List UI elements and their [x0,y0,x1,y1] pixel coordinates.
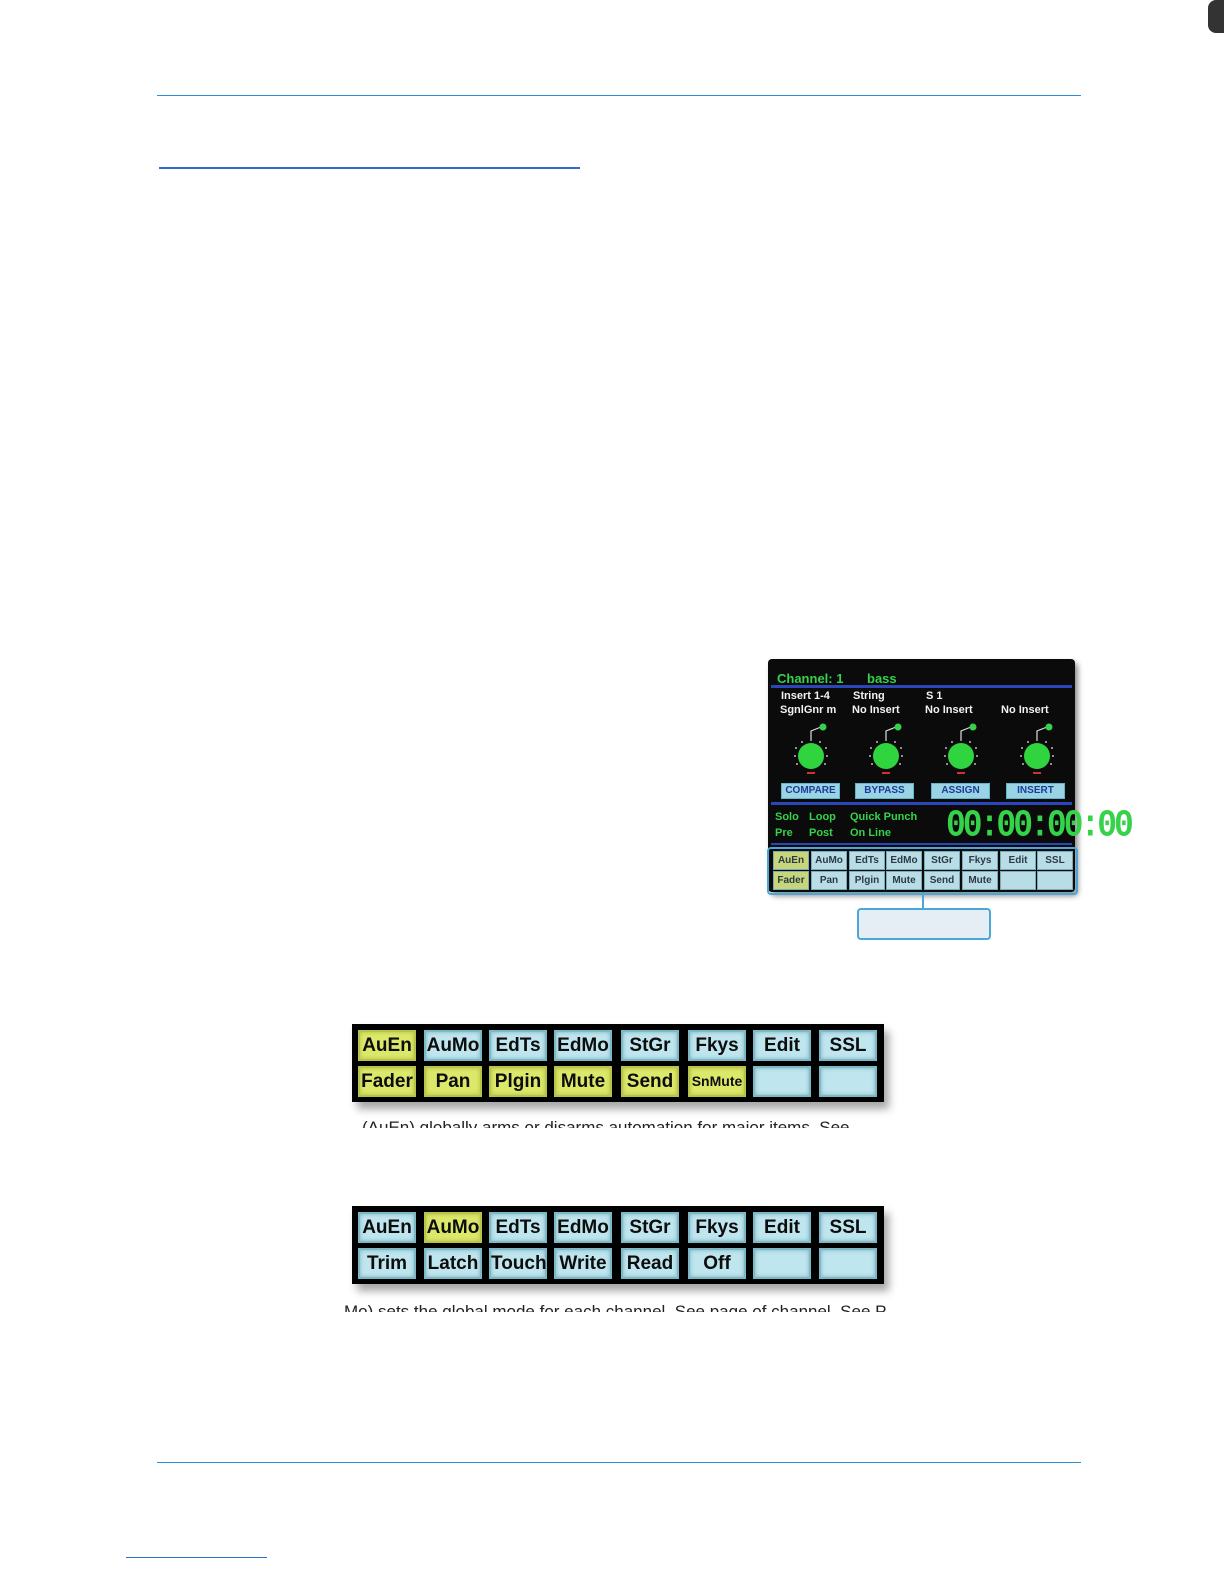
mini-key-fkys[interactable]: Fkys [962,851,998,870]
key-plgin[interactable]: Plgin [489,1066,547,1097]
insert-slot-1-line2: SgnlGnr m [780,704,837,716]
mini-key-pan[interactable]: Pan [811,871,847,890]
assign-button[interactable]: ASSIGN [931,783,990,799]
key-blank-1[interactable] [753,1066,811,1097]
key-mute[interactable]: Mute [554,1066,612,1097]
key-edts[interactable]: EdTs [489,1030,547,1061]
key-edmo[interactable]: EdMo [554,1030,612,1061]
quick-punch-label[interactable]: Quick Punch [850,811,918,823]
mini-key-blank-1[interactable] [1000,871,1036,890]
mini-key-mute[interactable]: Mute [886,871,922,890]
key-edts[interactable]: EdTs [489,1212,547,1243]
pre-label[interactable]: Pre [775,827,793,839]
key-edmo[interactable]: EdMo [554,1212,612,1243]
mini-key-stgr[interactable]: StGr [924,851,960,870]
aumo-caption-fragment: Mo) sets the global mode for each channe… [344,1302,892,1312]
solo-label[interactable]: Solo [775,811,799,823]
key-aumo[interactable]: AuMo [424,1212,482,1243]
key-ssl[interactable]: SSL [819,1212,877,1243]
callout-stem [922,892,924,908]
key-snmute[interactable]: SnMute [688,1066,746,1097]
timecode-display: 00:00:00:00 [946,804,1134,847]
mini-key-edmo[interactable]: EdMo [886,851,922,870]
screen-divider-mid [771,802,1072,805]
key-blank-2[interactable] [819,1066,877,1097]
key-fkys[interactable]: Fkys [688,1030,746,1061]
mini-key-blank-2[interactable] [1037,871,1073,890]
insert-slot-2-line2: No Insert [852,704,900,716]
key-send[interactable]: Send [621,1066,679,1097]
key-auen[interactable]: AuEn [358,1030,416,1061]
insert-slot-3-line1: S 1 [926,690,943,702]
insert-slot-3-line2: No Insert [925,704,973,716]
mini-key-send[interactable]: Send [924,871,960,890]
key-fader[interactable]: Fader [358,1066,416,1097]
key-edit[interactable]: Edit [753,1030,811,1061]
mini-key-aumo[interactable]: AuMo [811,851,847,870]
post-label[interactable]: Post [809,827,833,839]
insert-slot-1-line1: Insert 1-4 [781,690,830,702]
key-read[interactable]: Read [621,1248,679,1279]
bypass-button[interactable]: BYPASS [855,783,914,799]
key-latch[interactable]: Latch [424,1248,482,1279]
section-heading-underline [159,167,580,169]
mini-key-fader[interactable]: Fader [773,871,809,890]
key-blank-1[interactable] [753,1248,811,1279]
key-edit[interactable]: Edit [753,1212,811,1243]
screen-divider-top [771,685,1072,688]
mini-key-plgin[interactable]: Plgin [849,871,885,890]
auen-key-panel: AuEn AuMo EdTs EdMo StGr Fkys Edit SSL F… [352,1024,884,1102]
screen-divider-bottom [771,843,1072,845]
channel-name: bass [867,671,897,686]
footer-rule [157,1462,1081,1463]
knob-2[interactable] [864,723,908,783]
insert-slot-2-line1: String [853,690,885,702]
compare-button[interactable]: COMPARE [781,783,840,799]
key-aumo[interactable]: AuMo [424,1030,482,1061]
auen-caption-text: (AuEn) globally arms or disarms automati… [362,1118,850,1128]
mini-key-ssl[interactable]: SSL [1037,851,1073,870]
knob-1[interactable] [789,723,833,783]
key-fkys[interactable]: Fkys [688,1212,746,1243]
footer-link-underline [126,1557,267,1558]
screen-key-grid: AuEn AuMo EdTs EdMo StGr Fkys Edit SSL F… [767,847,1078,895]
mini-key-snmute[interactable]: Mute [962,871,998,890]
key-auen[interactable]: AuEn [358,1212,416,1243]
key-touch[interactable]: Touch [489,1248,547,1279]
mini-key-auen[interactable]: AuEn [773,851,809,870]
knob-4[interactable] [1015,723,1059,783]
callout-box [857,908,991,940]
knob-3[interactable] [939,723,983,783]
mini-key-edts[interactable]: EdTs [849,851,885,870]
aumo-key-panel: AuEn AuMo EdTs EdMo StGr Fkys Edit SSL T… [352,1206,884,1284]
key-blank-2[interactable] [819,1248,877,1279]
aumo-caption-text: Mo) sets the global mode for each channe… [344,1302,887,1312]
key-pan[interactable]: Pan [424,1066,482,1097]
key-ssl[interactable]: SSL [819,1030,877,1061]
mini-key-edit[interactable]: Edit [1000,851,1036,870]
key-off[interactable]: Off [688,1248,746,1279]
key-stgr[interactable]: StGr [621,1030,679,1061]
auen-caption-fragment: (AuEn) globally arms or disarms automati… [362,1116,892,1128]
header-rule [157,95,1081,96]
channel-label: Channel: 1 [777,671,844,686]
on-line-label[interactable]: On Line [850,827,891,839]
insert-slot-4-line2: No Insert [1001,704,1049,716]
key-trim[interactable]: Trim [358,1248,416,1279]
loop-label[interactable]: Loop [809,811,836,823]
chapter-tab [1208,0,1224,33]
key-stgr[interactable]: StGr [621,1212,679,1243]
key-write[interactable]: Write [554,1248,612,1279]
insert-button[interactable]: INSERT [1006,783,1065,799]
